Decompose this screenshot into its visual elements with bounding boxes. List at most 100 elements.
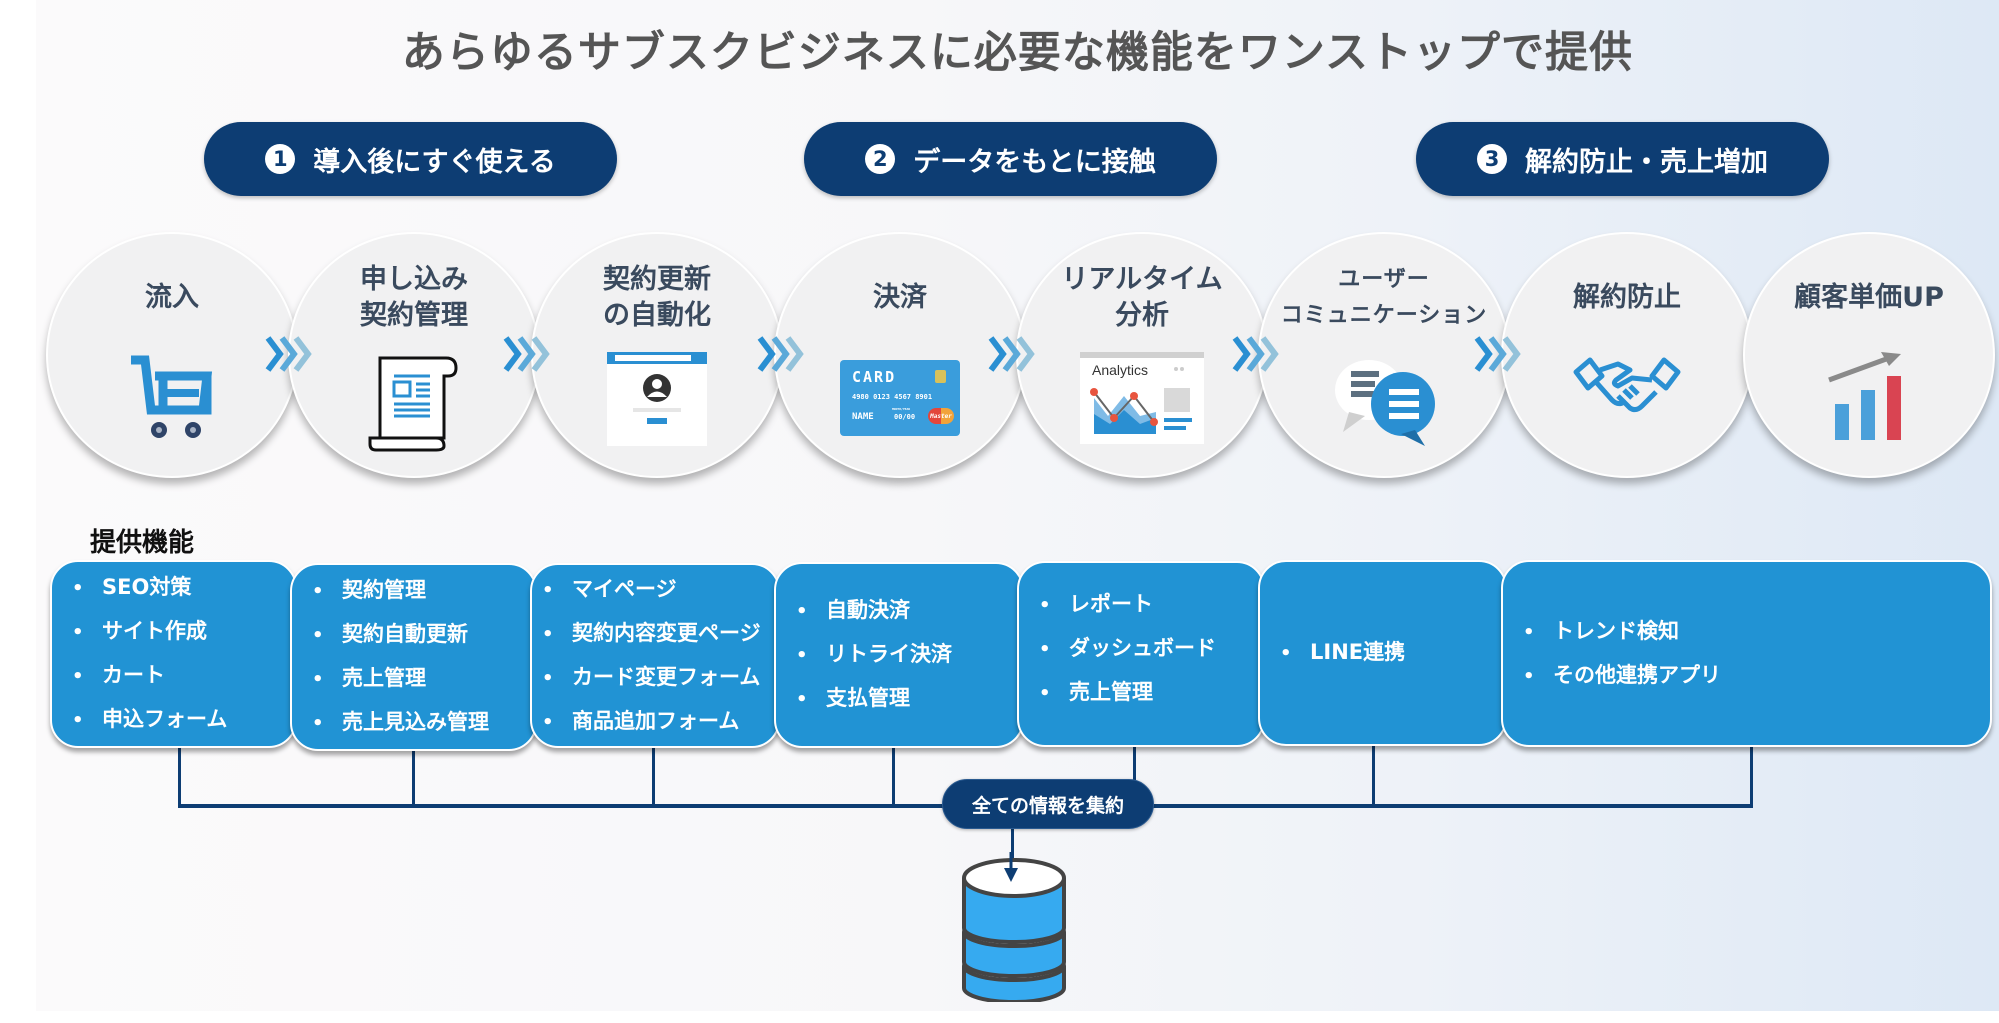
feature-item: 契約管理 — [312, 569, 535, 613]
step-user-communication: ユーザー コミュニケーション — [1258, 232, 1510, 478]
feature-item: カート — [72, 654, 295, 698]
feature-list: LINE連携 — [1280, 631, 1505, 675]
feature-list: SEO対策 サイト作成 カート 申込フォーム — [72, 566, 295, 742]
feature-card: LINE連携 — [1258, 560, 1507, 746]
chevron-right-icon — [503, 336, 550, 372]
step-label: 契約更新 の自動化 — [533, 254, 781, 342]
feature-list: マイページ 契約内容変更ページ カード変更フォーム 商品追加フォーム — [542, 568, 778, 744]
step-label: 解約防止 — [1503, 254, 1751, 342]
step-label: リアルタイム 分析 — [1018, 254, 1266, 342]
feature-list: レポート ダッシュボード 売上管理 — [1039, 583, 1263, 715]
phase-label: 解約防止・売上増加 — [1525, 146, 1768, 178]
chevron-right-icon — [1474, 336, 1521, 372]
page-title: あらゆるサブスクビジネスに必要な機能をワンストップで提供 — [401, 28, 1634, 78]
step-label-line: 契約更新 — [603, 264, 711, 295]
step-label-line: 分析 — [1115, 300, 1169, 331]
feature-card: 契約管理 契約自動更新 売上管理 売上見込み管理 — [290, 563, 537, 751]
feature-item: レポート — [1039, 583, 1263, 627]
feature-list: トレンド検知 その他連携アプリ — [1523, 610, 1990, 698]
step-payment: 決済 CARD 4980 0123 4567 8901 NAME MONTH/Y… — [774, 232, 1026, 478]
analytics-dashboard-icon: Analytics — [1080, 352, 1204, 444]
feature-list: 自動決済 リトライ決済 支払管理 — [796, 589, 1022, 721]
feature-item: リトライ決済 — [796, 633, 1022, 677]
feature-card: トレンド検知 その他連携アプリ — [1501, 560, 1992, 747]
step-label-line: 契約管理 — [360, 300, 468, 331]
step-label-line: 流入 — [145, 282, 199, 313]
step-label: ユーザー コミュニケーション — [1260, 254, 1508, 342]
feature-card: レポート ダッシュボード 売上管理 — [1017, 561, 1265, 747]
step-label: 顧客単価UP — [1745, 254, 1993, 342]
step-contract-renewal: 契約更新 の自動化 — [531, 232, 783, 478]
feature-item: 売上管理 — [1039, 671, 1263, 715]
handshake-icon — [1572, 352, 1682, 426]
card-chip — [935, 370, 946, 383]
document-scroll-icon — [366, 352, 462, 456]
phase-label: 導入後にすぐ使える — [313, 146, 556, 178]
phase-2-pill: 2 データをもとに接触 — [804, 122, 1217, 196]
chevron-right-icon — [988, 336, 1035, 372]
analytics-title: Analytics — [1092, 362, 1149, 378]
feature-item: ダッシュボード — [1039, 627, 1263, 671]
connector-line — [412, 745, 415, 807]
phase-number-badge: 3 — [1477, 144, 1507, 174]
card-title: CARD — [852, 368, 897, 386]
phase-number-badge: 1 — [265, 144, 296, 174]
feature-item: トレンド検知 — [1523, 610, 1990, 654]
connector-line — [178, 745, 181, 807]
step-label-line: の自動化 — [603, 300, 711, 331]
feature-item: 申込フォーム — [72, 698, 295, 742]
feature-item: 商品追加フォーム — [542, 700, 778, 744]
profile-window-icon — [607, 352, 707, 450]
step-label-line: リアルタイム — [1061, 264, 1223, 295]
connector-line — [652, 745, 655, 807]
step-inflow: 流入 — [46, 232, 298, 478]
feature-card: マイページ 契約内容変更ページ カード変更フォーム 商品追加フォーム — [530, 563, 780, 748]
step-realtime-analytics: リアルタイム 分析 Analytics — [1016, 232, 1268, 478]
feature-item: 契約内容変更ページ — [542, 612, 778, 656]
chat-bubbles-icon — [1329, 352, 1439, 452]
feature-item: 契約自動更新 — [312, 613, 535, 657]
connector-line — [1133, 745, 1136, 807]
card-name: NAME — [852, 412, 874, 422]
feature-item: SEO対策 — [72, 566, 295, 610]
phase-label: データをもとに接触 — [913, 146, 1156, 178]
step-label: 申し込み 契約管理 — [290, 254, 538, 342]
card-brand: Master — [928, 408, 954, 424]
feature-item: 自動決済 — [796, 589, 1022, 633]
feature-item: 売上見込み管理 — [312, 701, 535, 745]
feature-item: 売上管理 — [312, 657, 535, 701]
phase-number-badge: 2 — [865, 144, 896, 174]
connector-line — [892, 745, 895, 807]
chevron-right-icon — [1232, 336, 1279, 372]
feature-list: 契約管理 契約自動更新 売上管理 売上見込み管理 — [312, 569, 535, 745]
database-icon — [954, 852, 1074, 1006]
features-heading: 提供機能 — [90, 528, 195, 558]
connector-line — [1750, 745, 1753, 807]
step-label-line: コミュニケーション — [1280, 303, 1488, 328]
card-expiry-label: MONTH/YEAR — [892, 407, 911, 411]
slide: あらゆるサブスクビジネスに必要な機能をワンストップで提供 1 導入後にすぐ使える… — [36, 0, 1999, 1011]
step-label-line: 顧客単価UP — [1794, 282, 1944, 313]
step-label-line: 解約防止 — [1573, 282, 1681, 313]
feature-item: その他連携アプリ — [1523, 654, 1990, 698]
step-customer-value-up: 顧客単価UP — [1743, 232, 1995, 478]
arrow-shaft — [1011, 828, 1014, 868]
feature-item: 支払管理 — [796, 677, 1022, 721]
feature-item: カード変更フォーム — [542, 656, 778, 700]
feature-item: LINE連携 — [1280, 631, 1505, 675]
phase-3-pill: 3 解約防止・売上増加 — [1416, 122, 1829, 196]
feature-card: 自動決済 リトライ決済 支払管理 — [774, 562, 1024, 748]
aggregate-info-label: 全ての情報を集約 — [942, 779, 1154, 829]
chevron-right-icon — [265, 336, 312, 372]
connector-line — [1372, 745, 1375, 807]
step-churn-prevention: 解約防止 — [1501, 232, 1753, 478]
chevron-right-icon — [757, 336, 804, 372]
shopping-cart-icon — [127, 352, 217, 446]
step-label-line: 決済 — [873, 282, 927, 313]
step-label: 決済 — [776, 254, 1024, 342]
feature-item: サイト作成 — [72, 610, 295, 654]
card-number: 4980 0123 4567 8901 — [852, 393, 933, 401]
step-application-contract: 申し込み 契約管理 — [288, 232, 540, 478]
step-label-line: 申し込み — [360, 264, 468, 295]
growth-bar-chart-icon — [1819, 352, 1919, 446]
